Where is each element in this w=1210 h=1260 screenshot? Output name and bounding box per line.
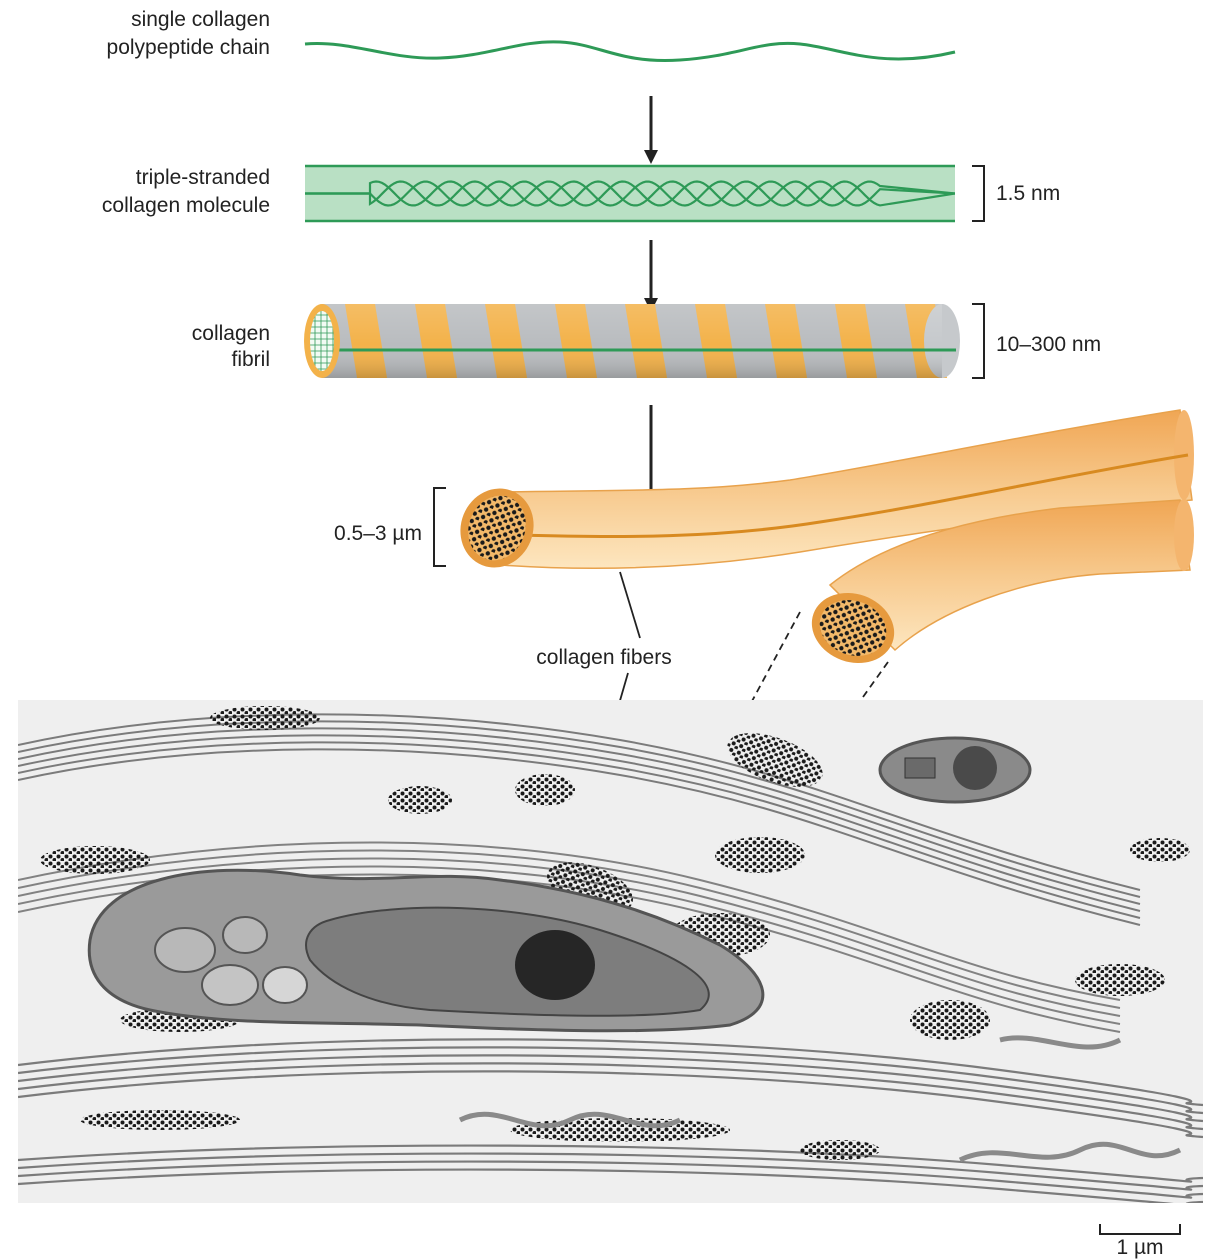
fibril-cross-section	[310, 311, 334, 371]
fibril-width-bracket	[972, 304, 984, 378]
fibril-width-label: 10–300 nm	[996, 333, 1101, 356]
arrow-molecule-to-fibril	[644, 240, 658, 312]
fibril-label-line1: collagen	[192, 322, 270, 345]
fiber-width-label: 0.5–3 µm	[334, 522, 422, 545]
molecule-width-bracket	[972, 166, 984, 221]
chain-label-line2: polypeptide chain	[107, 36, 270, 59]
polypeptide-chain	[305, 42, 955, 61]
molecule-label-line2: collagen molecule	[102, 194, 270, 217]
collagen-fibers-label: collagen fibers	[536, 646, 671, 669]
scale-bar-label: 1 µm	[1116, 1236, 1163, 1259]
fibril-label-line2: fibril	[231, 348, 270, 371]
micrograph-cell-process	[880, 738, 1030, 802]
collagen-fibril	[304, 304, 960, 378]
collagen-molecule	[305, 166, 955, 221]
electron-micrograph	[18, 700, 1203, 1206]
molecule-width-label: 1.5 nm	[996, 182, 1060, 205]
fiber-width-bracket	[434, 488, 446, 566]
scale-bar	[1100, 1224, 1180, 1234]
arrow-chain-to-molecule	[644, 96, 658, 164]
chain-label-line1: single collagen	[131, 8, 270, 31]
micrograph-nucleolus	[515, 930, 595, 1000]
molecule-label-line1: triple-stranded	[136, 166, 270, 189]
